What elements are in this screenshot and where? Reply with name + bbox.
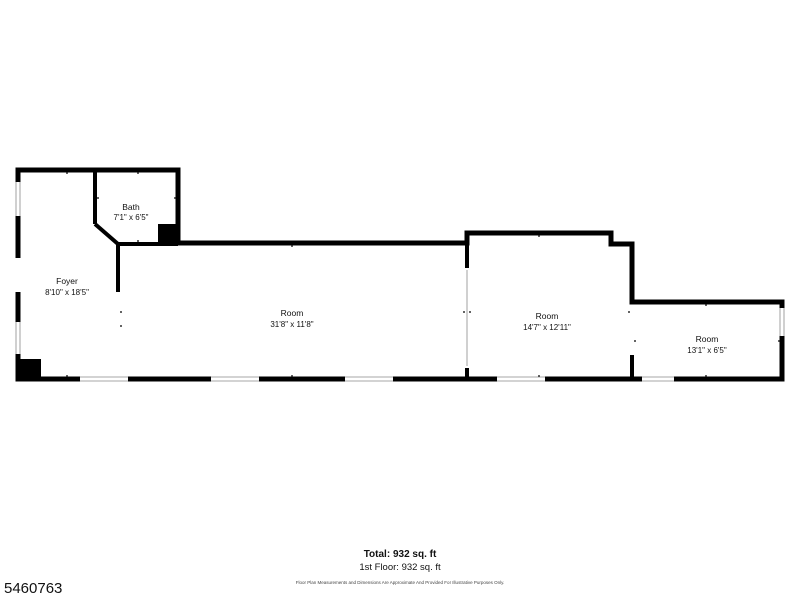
bottom-window-1 (80, 376, 128, 382)
bath-column (158, 224, 178, 244)
total-area: Total: 932 sq. ft (363, 549, 437, 560)
bottom-window-2 (211, 376, 259, 382)
wall-markers (66, 172, 780, 377)
bath-name: Bath (122, 202, 140, 212)
foyer-name: Foyer (56, 276, 78, 286)
left-window-bottom (15, 322, 21, 354)
foyer-dims: 8'10" x 18'5" (45, 288, 89, 297)
foyer-column (18, 359, 41, 379)
room-mid-dims: 14'7" x 12'11" (523, 323, 571, 332)
room-right-dims: 13'1" x 6'5" (687, 346, 727, 355)
floor-area: 1st Floor: 932 sq. ft (359, 562, 441, 573)
listing-id: 5460763 (4, 580, 63, 597)
bottom-window-4 (497, 376, 545, 382)
room-labels: Foyer 8'10" x 18'5" Bath 7'1" x 6'5" Roo… (45, 202, 727, 355)
bath-diagonal-wall (93, 222, 120, 246)
bottom-window-5 (642, 376, 674, 382)
disclaimer: Floor Plan Measurements and Dimensions A… (295, 580, 505, 585)
bath-dims: 7'1" x 6'5" (114, 213, 149, 222)
window-panes (15, 182, 785, 382)
room-right-name: Room (696, 334, 719, 344)
room-mid-name: Room (536, 311, 559, 321)
room-main-name: Room (281, 308, 304, 318)
left-doorway (15, 258, 21, 292)
room-main-dims: 31'8" x 11'8" (270, 320, 313, 329)
bottom-window-3 (345, 376, 393, 382)
left-window-top (15, 182, 21, 216)
right-window (779, 308, 785, 336)
right-divider-gap (629, 310, 635, 352)
openings (15, 182, 785, 382)
wall-blocks (18, 224, 178, 379)
